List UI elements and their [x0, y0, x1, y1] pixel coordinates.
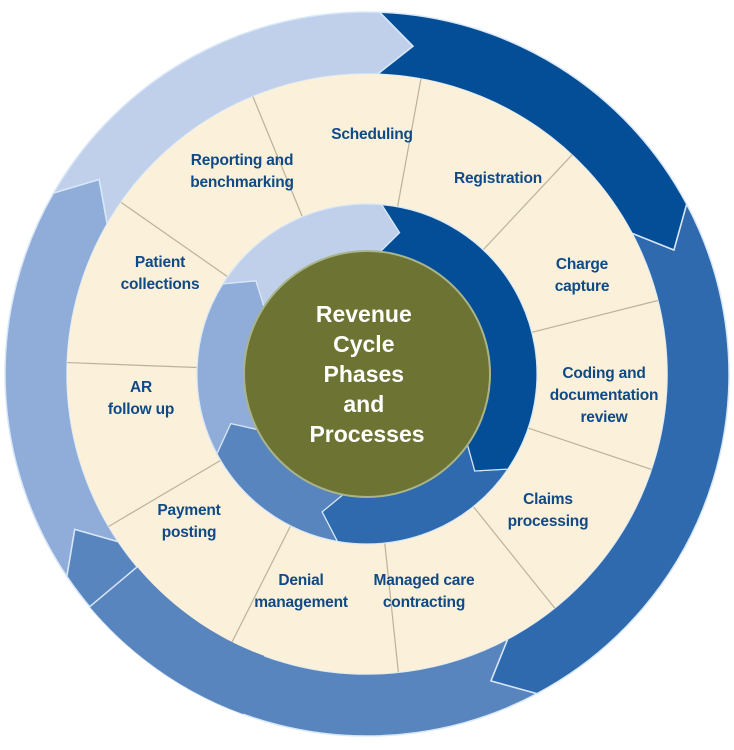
- segment-divider: [531, 299, 659, 333]
- center-title: Revenue Cycle Phases and Processes: [309, 301, 424, 447]
- segment-label-line: Coding and: [562, 365, 645, 382]
- segment-label-line: documentation: [550, 387, 658, 404]
- segment-divider: [527, 427, 652, 470]
- segment-label-line: Scheduling: [331, 126, 413, 143]
- segment-label: Denial management: [254, 572, 348, 611]
- segment-divider: [120, 201, 228, 278]
- segment-label-line: AR: [130, 379, 152, 396]
- segment-label-line: Payment: [157, 502, 220, 519]
- segment-label-line: follow up: [108, 401, 174, 418]
- center-hub: Revenue Cycle Phases and Processes: [243, 250, 491, 498]
- segment-divider: [472, 506, 556, 609]
- segment-label-line: posting: [162, 524, 217, 541]
- segment-label-line: Patient: [135, 254, 185, 271]
- segment-label: Registration: [454, 170, 542, 187]
- segment-label: Scheduling: [331, 126, 413, 143]
- center-title-line: and: [343, 391, 384, 417]
- segment-label: Payment posting: [157, 502, 220, 541]
- segment-label-line: Denial: [278, 572, 323, 589]
- segment-divider: [108, 459, 221, 527]
- segment-label-line: benchmarking: [190, 174, 294, 191]
- segment-divider: [67, 361, 198, 369]
- segment-label-line: Registration: [454, 170, 542, 187]
- center-title-line: Phases: [324, 361, 405, 387]
- segment-label: Patient collections: [121, 254, 200, 293]
- segment-label: AR follow up: [108, 379, 174, 418]
- center-title-line: Processes: [309, 421, 424, 447]
- segment-label-line: contracting: [383, 594, 465, 611]
- segment-label: Charge capture: [555, 256, 610, 295]
- segment-label-line: Managed care: [374, 572, 476, 589]
- segment-divider: [482, 154, 573, 251]
- segment-label: Managed care contracting: [374, 572, 476, 611]
- segment-label-line: Charge: [556, 256, 609, 273]
- segment-label-line: Claims: [523, 491, 573, 508]
- segment-divider: [384, 543, 399, 673]
- segment-label-line: Reporting and: [191, 152, 293, 169]
- segment-divider: [231, 525, 292, 643]
- center-title-line: Cycle: [333, 331, 394, 357]
- segment-label: Reporting and benchmarking: [190, 152, 294, 191]
- center-title-line: Revenue: [316, 301, 412, 327]
- segment-label-line: review: [580, 409, 628, 426]
- segment-divider: [252, 96, 303, 218]
- center-circle: [243, 250, 491, 498]
- segment-label-line: management: [254, 594, 348, 611]
- segment-label-line: capture: [555, 278, 610, 295]
- outer-arrow-phase-4-tip: [66, 529, 265, 715]
- segment-label: Coding and documentation review: [550, 365, 658, 426]
- segment-divider: [396, 78, 422, 207]
- segment-label-line: collections: [121, 276, 200, 293]
- segment-label-line: processing: [508, 513, 589, 530]
- segment-label: Claims processing: [508, 491, 589, 530]
